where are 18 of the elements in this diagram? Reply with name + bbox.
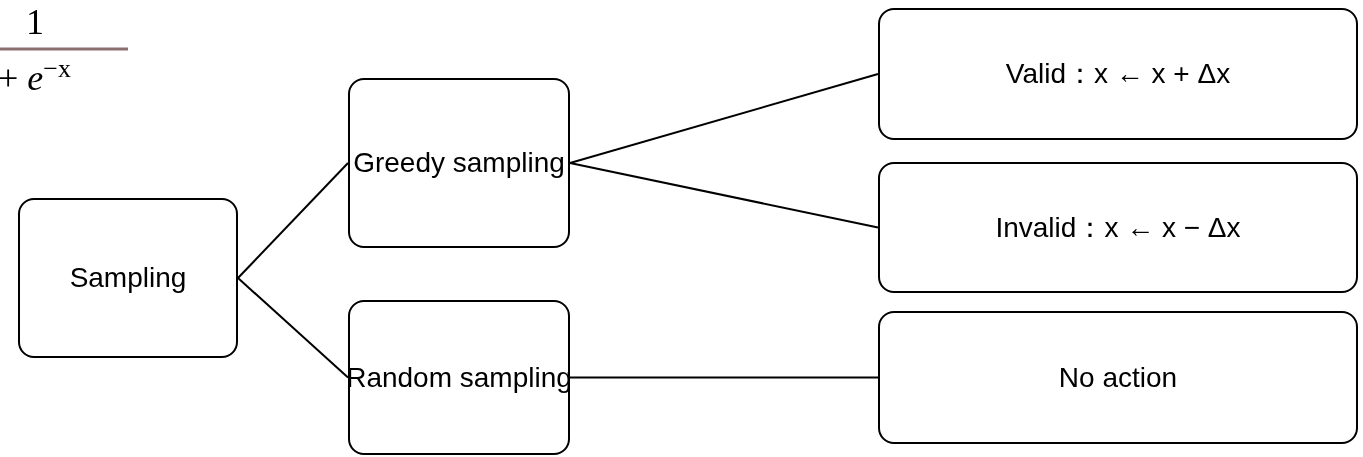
node-label: No action bbox=[1058, 361, 1178, 394]
node-label: Sampling bbox=[69, 262, 187, 294]
rounded-box bbox=[18, 198, 238, 358]
node-label: Greedy sampling bbox=[353, 147, 565, 179]
rounded-box bbox=[348, 78, 570, 248]
connector-line bbox=[237, 162, 349, 279]
node-label: Invalid：x ← x − Δx bbox=[995, 210, 1241, 245]
connector-line bbox=[237, 277, 349, 379]
rounded-box bbox=[878, 8, 1358, 140]
formula-text: 1 bbox=[26, 4, 44, 40]
connector-line bbox=[569, 73, 879, 164]
connector-line bbox=[569, 376, 879, 379]
rounded-box bbox=[878, 311, 1358, 444]
rounded-box bbox=[348, 300, 570, 455]
formula-text: + e$^{−x}$ bbox=[0, 56, 71, 96]
rounded-box bbox=[878, 162, 1358, 293]
node-label: Valid：x ← x + Δx bbox=[1005, 57, 1231, 91]
connector-line bbox=[569, 162, 879, 229]
